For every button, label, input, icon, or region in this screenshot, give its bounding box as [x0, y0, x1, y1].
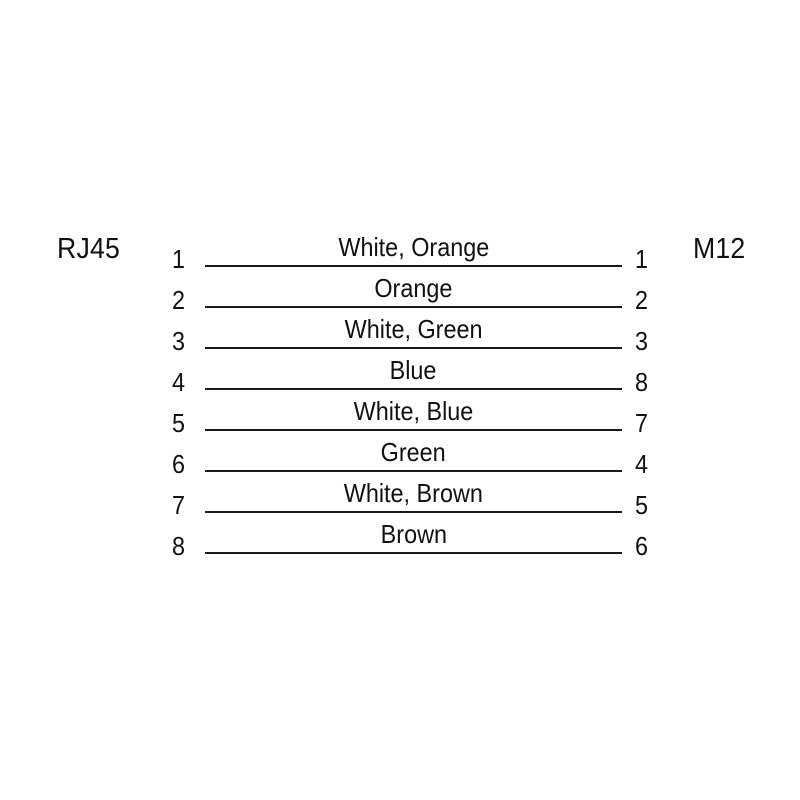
- right-pin-number: 3: [635, 326, 649, 356]
- wire-line: [205, 429, 622, 431]
- wire-line: [205, 470, 622, 472]
- left-pin-number: 1: [172, 244, 186, 274]
- left-pin-number: 3: [172, 326, 186, 356]
- left-connector-label: RJ45: [57, 233, 121, 265]
- wire-line: [205, 265, 622, 267]
- wire-color-text: White, Orange: [338, 232, 489, 262]
- wire-color-label: White, Brown: [205, 480, 622, 506]
- left-pin-number: 4: [172, 367, 186, 397]
- wire-color-label: White, Blue: [205, 398, 622, 424]
- left-pin-number: 2: [172, 285, 186, 315]
- wire-color-text: Green: [380, 437, 447, 467]
- wire-color-text: White, Brown: [343, 478, 484, 508]
- wire-color-label: Blue: [205, 357, 622, 383]
- right-pin-number: 2: [635, 285, 649, 315]
- left-pin-number: 5: [172, 408, 186, 438]
- wire-color-label: Green: [205, 439, 622, 465]
- wire-color-label: Orange: [205, 275, 622, 301]
- wire-line: [205, 306, 622, 308]
- right-pin-number: 8: [635, 367, 649, 397]
- left-pin-number: 6: [172, 449, 186, 479]
- right-pin-number: 4: [635, 449, 649, 479]
- wire-color-text: White, Blue: [353, 396, 474, 426]
- left-pin-number: 8: [172, 531, 186, 561]
- right-connector-label: M12: [693, 233, 746, 265]
- wire-line: [205, 552, 622, 554]
- wire-color-label: White, Green: [205, 316, 622, 342]
- wire-color-label: Brown: [205, 521, 622, 547]
- wire-color-text: White, Green: [344, 314, 483, 344]
- wire-color-text: Orange: [374, 273, 453, 303]
- right-pin-number: 6: [635, 531, 649, 561]
- wire-line: [205, 347, 622, 349]
- right-pin-number: 1: [635, 244, 649, 274]
- right-pin-number: 7: [635, 408, 649, 438]
- left-pin-number: 7: [172, 490, 186, 520]
- wire-color-label: White, Orange: [205, 234, 622, 260]
- wire-color-text: Blue: [390, 355, 437, 385]
- right-pin-number: 5: [635, 490, 649, 520]
- wire-line: [205, 511, 622, 513]
- wire-line: [205, 388, 622, 390]
- wire-color-text: Brown: [380, 519, 447, 549]
